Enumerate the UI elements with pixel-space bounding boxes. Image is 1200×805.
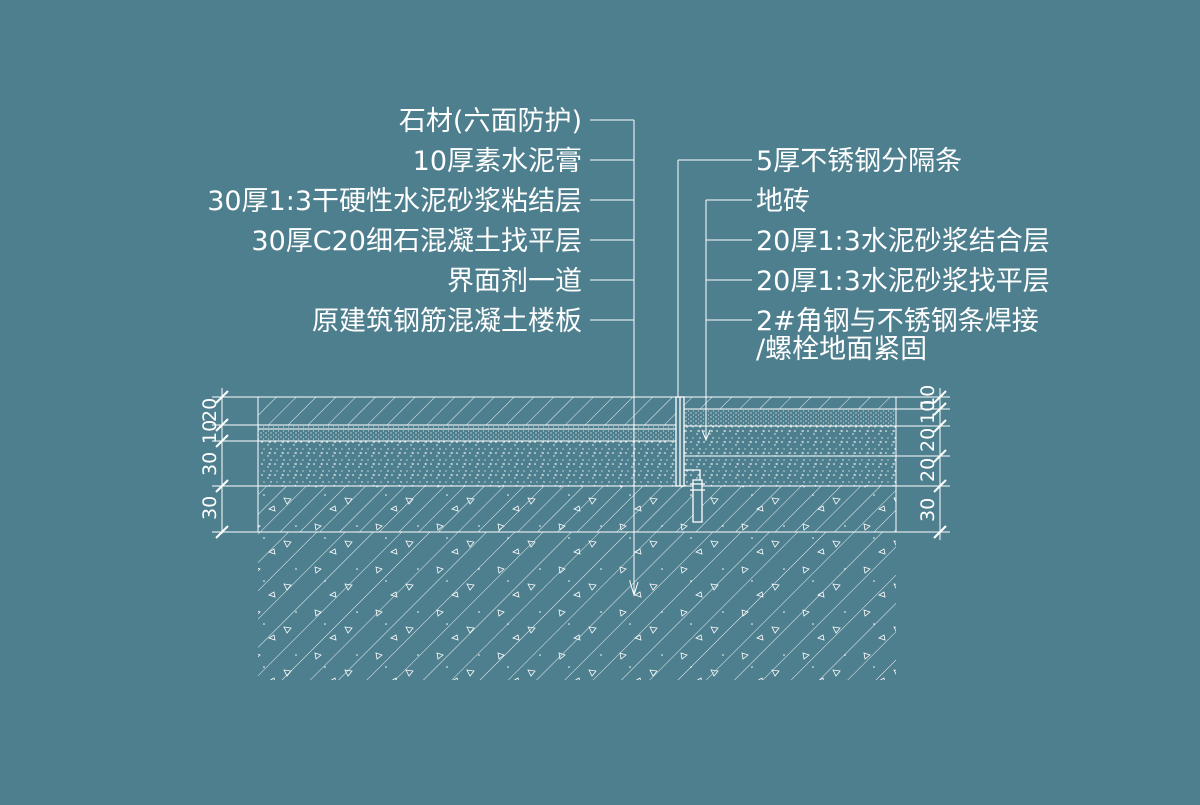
right-label-group: 5厚不锈钢分隔条 地砖 20厚1:3水泥砂浆结合层 20厚1:3水泥砂浆找平层 … — [756, 146, 1050, 365]
stone-layer — [257, 396, 677, 426]
cement-paste-layer — [257, 424, 677, 430]
label-dry-mortar: 30厚1:3干硬性水泥砂浆粘结层 — [207, 186, 582, 217]
label-angle-steel: 2#角钢与不锈钢条焊接 — [756, 306, 1039, 337]
label-bolt-fixing: /螺栓地面紧固 — [756, 334, 927, 365]
left-dimension — [212, 388, 258, 539]
left-layers — [257, 396, 677, 487]
left-dim-slab: 30 — [199, 496, 221, 520]
label-rc-slab: 原建筑钢筋混凝土楼板 — [312, 306, 582, 337]
fine-concrete-layer — [257, 440, 677, 487]
structural-slab — [257, 485, 897, 680]
label-stainless-strip: 5厚不锈钢分隔条 — [756, 146, 962, 177]
label-fine-concrete: 30厚C20细石混凝土找平层 — [251, 226, 582, 257]
label-bonding-mortar: 20厚1:3水泥砂浆结合层 — [756, 226, 1050, 257]
right-dim-tile-bed: 10 — [917, 400, 939, 424]
left-dim-mortar: 10 — [199, 420, 221, 444]
label-cement-paste: 10厚素水泥膏 — [413, 146, 582, 177]
right-dim-bonding: 20 — [917, 428, 939, 452]
left-dim-stone: 20 — [199, 398, 221, 422]
right-dimension — [896, 388, 950, 540]
left-dimension-values: 30 30 10 20 — [199, 398, 221, 520]
left-leaders — [590, 119, 639, 597]
right-dim-tile: 10 — [917, 385, 939, 409]
leveling-mortar-layer — [683, 425, 897, 457]
label-leveling-mortar: 20厚1:3水泥砂浆找平层 — [756, 266, 1050, 297]
right-dim-slab: 30 — [917, 498, 939, 522]
label-stone: 石材(六面防护) — [399, 106, 582, 137]
right-leaders — [677, 159, 752, 442]
tile-layer — [683, 396, 897, 410]
right-dim-leveling: 20 — [917, 458, 939, 482]
label-interface-agent: 界面剂一道 — [447, 266, 582, 297]
left-dim-concrete: 30 — [199, 452, 221, 476]
divider-strip — [675, 396, 705, 523]
right-dimension-values: 30 20 20 10 10 — [917, 385, 939, 522]
dry-mortar-layer — [257, 428, 677, 442]
right-layers — [683, 396, 897, 487]
leveling-layer-lower — [683, 455, 897, 487]
label-tile: 地砖 — [756, 186, 810, 217]
left-label-group: 石材(六面防护) 10厚素水泥膏 30厚1:3干硬性水泥砂浆粘结层 30厚C20… — [207, 106, 582, 337]
bonding-mortar-layer — [683, 408, 897, 427]
